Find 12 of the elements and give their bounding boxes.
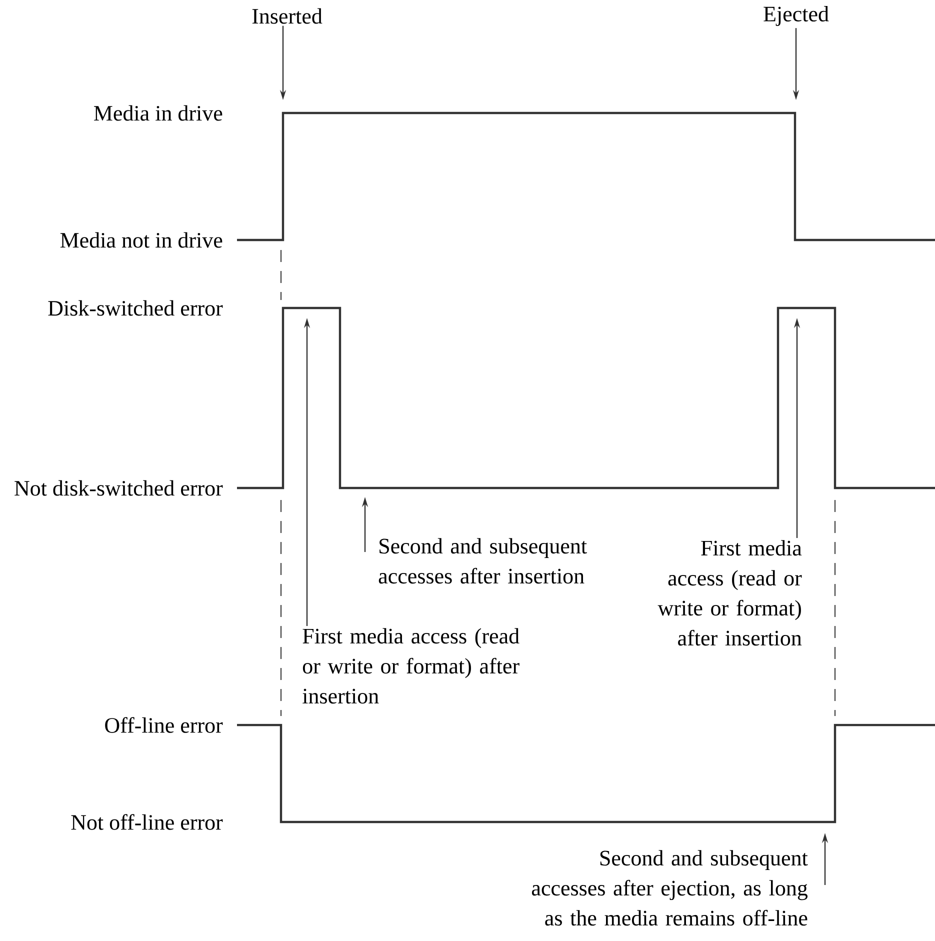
level-label: Not off-line error — [71, 814, 223, 830]
level-label: Media in drive — [94, 105, 222, 121]
annotation-text: Ejected — [764, 6, 829, 26]
annotation-text: First media access (read or write or format) after insertion — [302, 628, 520, 704]
annotation-text: First media access (read or write or format) after insertion — [658, 540, 802, 646]
annotation-text: Second and subsequent accesses after insertion — [378, 538, 587, 584]
level-label: Disk-switched error — [48, 300, 223, 316]
annotation-text: Inserted — [252, 8, 322, 24]
level-label: Off-line error — [105, 717, 223, 733]
level-label: Not disk-switched error — [14, 480, 223, 496]
annotation-text: Second and subsequent accesses after ejection, as long as the media remains off-line — [532, 850, 808, 926]
level-label: Media not in drive — [60, 232, 222, 248]
